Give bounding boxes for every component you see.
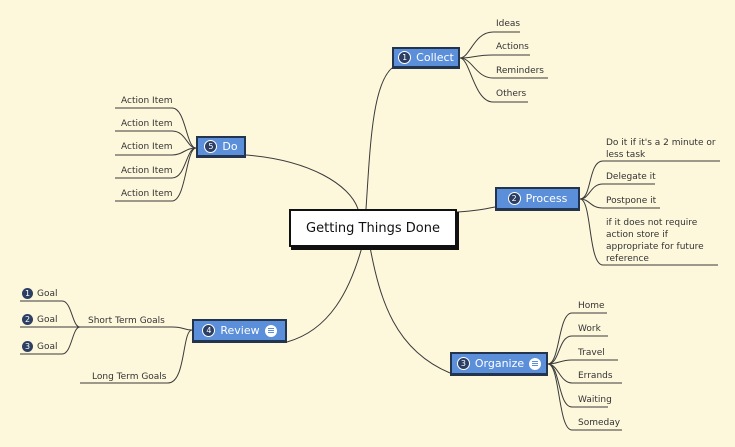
- organize-item-work[interactable]: Work: [578, 324, 601, 334]
- goal-item[interactable]: 3 Goal: [22, 341, 58, 352]
- number-2-icon: 2: [22, 314, 33, 325]
- review-long-term-goals[interactable]: Long Term Goals: [92, 372, 167, 382]
- number-3-icon: 3: [456, 357, 470, 370]
- topic-process-label: Process: [525, 192, 568, 205]
- goal-label: Goal: [37, 288, 58, 299]
- process-item-delegate[interactable]: Delegate it: [606, 172, 656, 182]
- goal-label: Goal: [37, 341, 58, 352]
- topic-organize-label: Organize: [474, 357, 525, 370]
- review-short-term-goals[interactable]: Short Term Goals: [88, 316, 165, 326]
- do-action-item[interactable]: Action Item: [121, 142, 173, 152]
- process-item-postpone[interactable]: Postpone it: [606, 196, 657, 206]
- notes-icon[interactable]: [529, 357, 542, 370]
- process-item-do-it[interactable]: Do it if it's a 2 minute or less task: [606, 138, 716, 160]
- organize-item-travel[interactable]: Travel: [578, 348, 605, 358]
- topic-process[interactable]: 2 Process: [495, 187, 580, 211]
- do-action-item[interactable]: Action Item: [121, 96, 173, 106]
- organize-item-waiting[interactable]: Waiting: [578, 395, 612, 405]
- number-5-icon: 5: [204, 140, 218, 153]
- goal-item[interactable]: 1 Goal: [22, 288, 58, 299]
- topic-review[interactable]: 4 Review: [192, 319, 287, 343]
- topic-do-label: Do: [222, 140, 238, 153]
- collect-item-actions[interactable]: Actions: [496, 42, 529, 52]
- topic-review-label: Review: [220, 324, 260, 337]
- do-action-item[interactable]: Action Item: [121, 119, 173, 129]
- process-item-store[interactable]: if it does not require action store if a…: [606, 218, 704, 264]
- topic-organize[interactable]: 3 Organize: [450, 352, 548, 376]
- collect-item-ideas[interactable]: Ideas: [496, 19, 521, 29]
- collect-item-others[interactable]: Others: [496, 89, 527, 99]
- topic-collect[interactable]: 1 Collect: [392, 47, 460, 69]
- number-1-icon: 1: [398, 51, 412, 64]
- collect-item-reminders[interactable]: Reminders: [496, 66, 544, 76]
- number-2-icon: 2: [507, 192, 521, 205]
- organize-item-home[interactable]: Home: [578, 301, 605, 311]
- organize-item-errands[interactable]: Errands: [578, 371, 613, 381]
- topic-collect-label: Collect: [416, 51, 454, 64]
- do-action-item[interactable]: Action Item: [121, 166, 173, 176]
- central-topic-label: Getting Things Done: [306, 220, 440, 236]
- do-action-item[interactable]: Action Item: [121, 189, 173, 199]
- central-topic[interactable]: Getting Things Done: [289, 209, 457, 247]
- organize-item-someday[interactable]: Someday: [578, 418, 621, 428]
- number-4-icon: 4: [202, 324, 216, 337]
- goal-item[interactable]: 2 Goal: [22, 314, 58, 325]
- number-3-icon: 3: [22, 341, 33, 352]
- topic-do[interactable]: 5 Do: [196, 136, 246, 158]
- notes-icon[interactable]: [264, 324, 277, 337]
- goal-label: Goal: [37, 314, 58, 325]
- number-1-icon: 1: [22, 288, 33, 299]
